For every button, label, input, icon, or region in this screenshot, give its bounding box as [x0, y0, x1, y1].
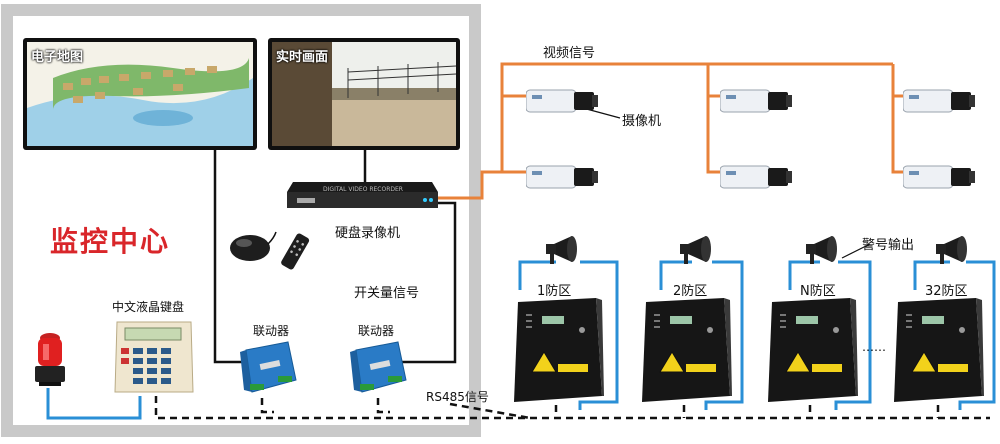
zone1-label: 1防区 — [537, 284, 572, 299]
control-cables — [213, 150, 457, 364]
keyboard-label: 中文液晶键盘 — [112, 300, 185, 314]
alarm-light-icon — [35, 333, 65, 386]
zoneN-label: N防区 — [800, 284, 836, 299]
lcd-keyboard-device — [114, 321, 194, 393]
zone32-label: 32防区 — [925, 284, 968, 299]
video-signal-label: 视频信号 — [543, 46, 596, 61]
camera-icon — [526, 89, 598, 113]
zone-controller-device — [642, 298, 732, 402]
siren-icon — [680, 236, 711, 264]
rs485-line — [154, 396, 990, 420]
camera-icon — [526, 165, 598, 189]
zone-controller-device — [894, 298, 984, 402]
video-signal-lines — [438, 62, 905, 200]
dvr-label: 硬盘录像机 — [335, 226, 401, 241]
linkage2-label: 联动器 — [358, 324, 395, 338]
linkage2-device — [350, 341, 407, 393]
electronic-map-title: 电子地图 — [31, 50, 84, 65]
live-view-screen: 实时画面 — [268, 38, 460, 150]
camera-icon — [720, 89, 792, 113]
zone2-label: 2防区 — [673, 284, 708, 299]
siren-icon — [806, 236, 837, 264]
switch-signal-label: 开关量信号 — [354, 286, 420, 301]
zone-controller-device — [514, 298, 604, 402]
electronic-map-screen: 电子地图 — [23, 38, 257, 150]
mouse-icon — [230, 231, 277, 261]
rs485-label: RS485信号 — [426, 390, 489, 404]
map-image — [27, 42, 253, 146]
siren-icon — [546, 236, 577, 264]
camera-icon — [903, 165, 975, 189]
zone-ellipsis: …… — [862, 340, 886, 354]
siren-icon — [936, 236, 967, 264]
live-view-title: 实时画面 — [276, 50, 329, 65]
linkage1-device — [240, 341, 297, 393]
camera-icon — [720, 165, 792, 189]
alarm-output-label: 警号输出 — [862, 238, 915, 253]
remote-control-icon — [281, 233, 310, 270]
camera-icon — [903, 89, 975, 113]
dvr-panel-text: DIGITAL VIDEO RECORDER — [323, 186, 403, 193]
camera-label: 摄像机 — [622, 114, 662, 129]
live-view-image — [272, 42, 457, 146]
dvr-device: DIGITAL VIDEO RECORDER — [287, 182, 438, 208]
zone-controller-device — [768, 298, 858, 402]
linkage1-label: 联动器 — [253, 324, 290, 338]
page-title: 监控中心 — [50, 225, 171, 258]
